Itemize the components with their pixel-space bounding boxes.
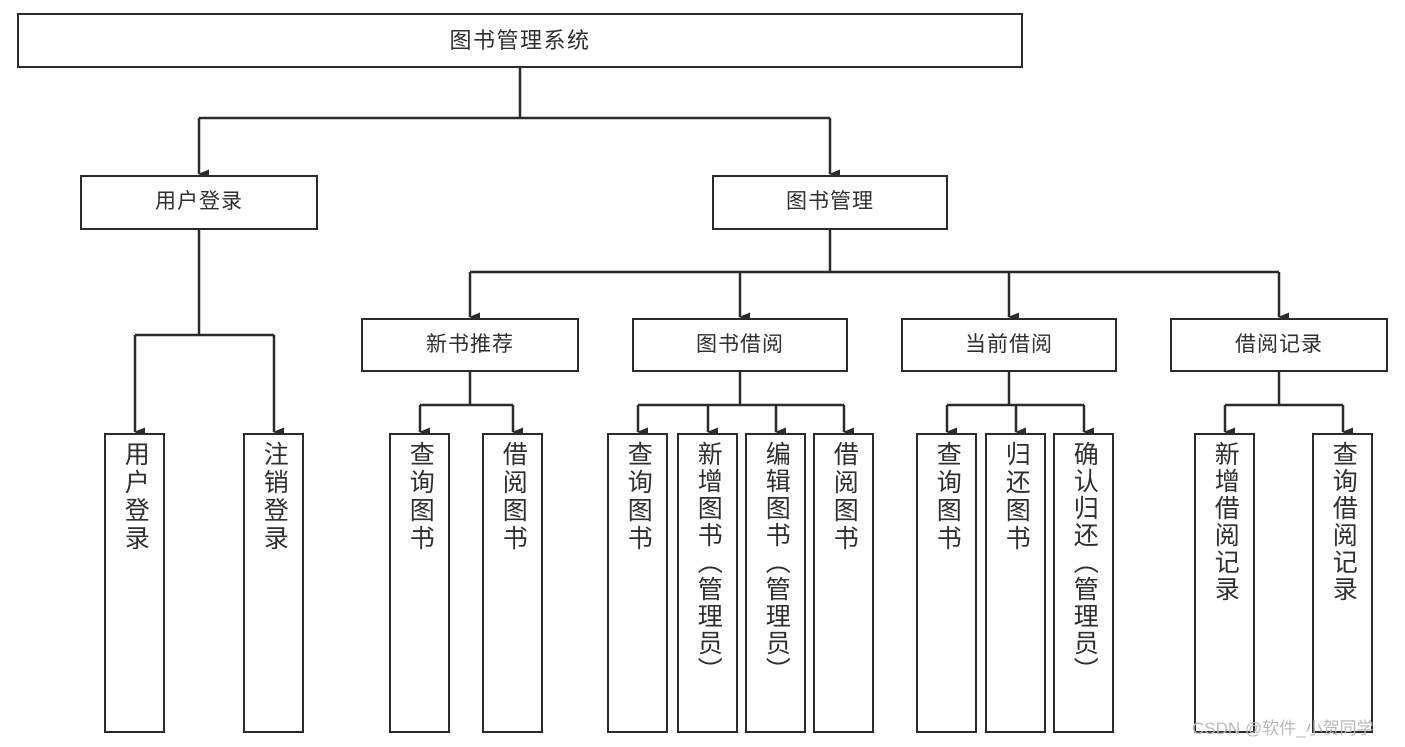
- node-leaf-new-2[interactable]: 借阅图书: [482, 433, 543, 733]
- node-leaf-cur-3[interactable]: 确认归还（管理员）: [1053, 433, 1114, 733]
- node-newbook[interactable]: 新书推荐: [361, 318, 579, 372]
- node-leaf-cur-1[interactable]: 查询图书: [916, 433, 977, 733]
- node-label: 查询借阅记录: [1329, 441, 1358, 603]
- node-current[interactable]: 当前借阅: [901, 318, 1117, 372]
- node-label: 查询图书: [624, 441, 653, 553]
- node-leaf-rec-2[interactable]: 查询借阅记录: [1312, 433, 1373, 733]
- node-label: 新增借阅记录: [1211, 441, 1240, 603]
- node-label: 新书推荐: [426, 332, 514, 356]
- node-label: 图书管理: [786, 190, 874, 214]
- node-leaf-rec-1[interactable]: 新增借阅记录: [1194, 433, 1255, 733]
- node-root[interactable]: 图书管理系统: [17, 13, 1023, 68]
- node-label: 图书管理系统: [449, 27, 591, 53]
- node-leaf-bor-4[interactable]: 借阅图书: [813, 433, 874, 733]
- node-leaf-login-1[interactable]: 用户登录: [104, 433, 165, 733]
- node-label: 当前借阅: [965, 332, 1053, 356]
- node-label: 编辑图书（管理员）: [762, 441, 791, 684]
- node-leaf-bor-2[interactable]: 新增图书（管理员）: [677, 433, 738, 733]
- node-label: 借阅记录: [1235, 332, 1323, 356]
- node-borrow[interactable]: 图书借阅: [632, 318, 848, 372]
- node-label: 借阅图书: [830, 441, 859, 553]
- node-label: 归还图书: [1002, 441, 1031, 553]
- node-leaf-login-2[interactable]: 注销登录: [243, 433, 304, 733]
- watermark-text: CSDN @软件_小贺同学: [1192, 719, 1374, 738]
- node-label: 用户登录: [155, 190, 243, 214]
- node-bookmgmt[interactable]: 图书管理: [712, 175, 948, 230]
- node-label: 确认归还（管理员）: [1070, 441, 1099, 684]
- node-leaf-cur-2[interactable]: 归还图书: [985, 433, 1046, 733]
- node-leaf-bor-3[interactable]: 编辑图书（管理员）: [745, 433, 806, 733]
- node-leaf-bor-1[interactable]: 查询图书: [607, 433, 668, 733]
- node-login[interactable]: 用户登录: [80, 175, 318, 230]
- node-label: 新增图书（管理员）: [694, 441, 723, 684]
- node-label: 注销登录: [260, 441, 289, 553]
- node-label: 查询图书: [933, 441, 962, 553]
- node-label: 图书借阅: [696, 332, 784, 356]
- node-label: 借阅图书: [499, 441, 528, 553]
- node-records[interactable]: 借阅记录: [1170, 318, 1388, 372]
- node-leaf-new-1[interactable]: 查询图书: [389, 433, 450, 733]
- node-label: 用户登录: [121, 441, 150, 553]
- node-label: 查询图书: [406, 441, 435, 553]
